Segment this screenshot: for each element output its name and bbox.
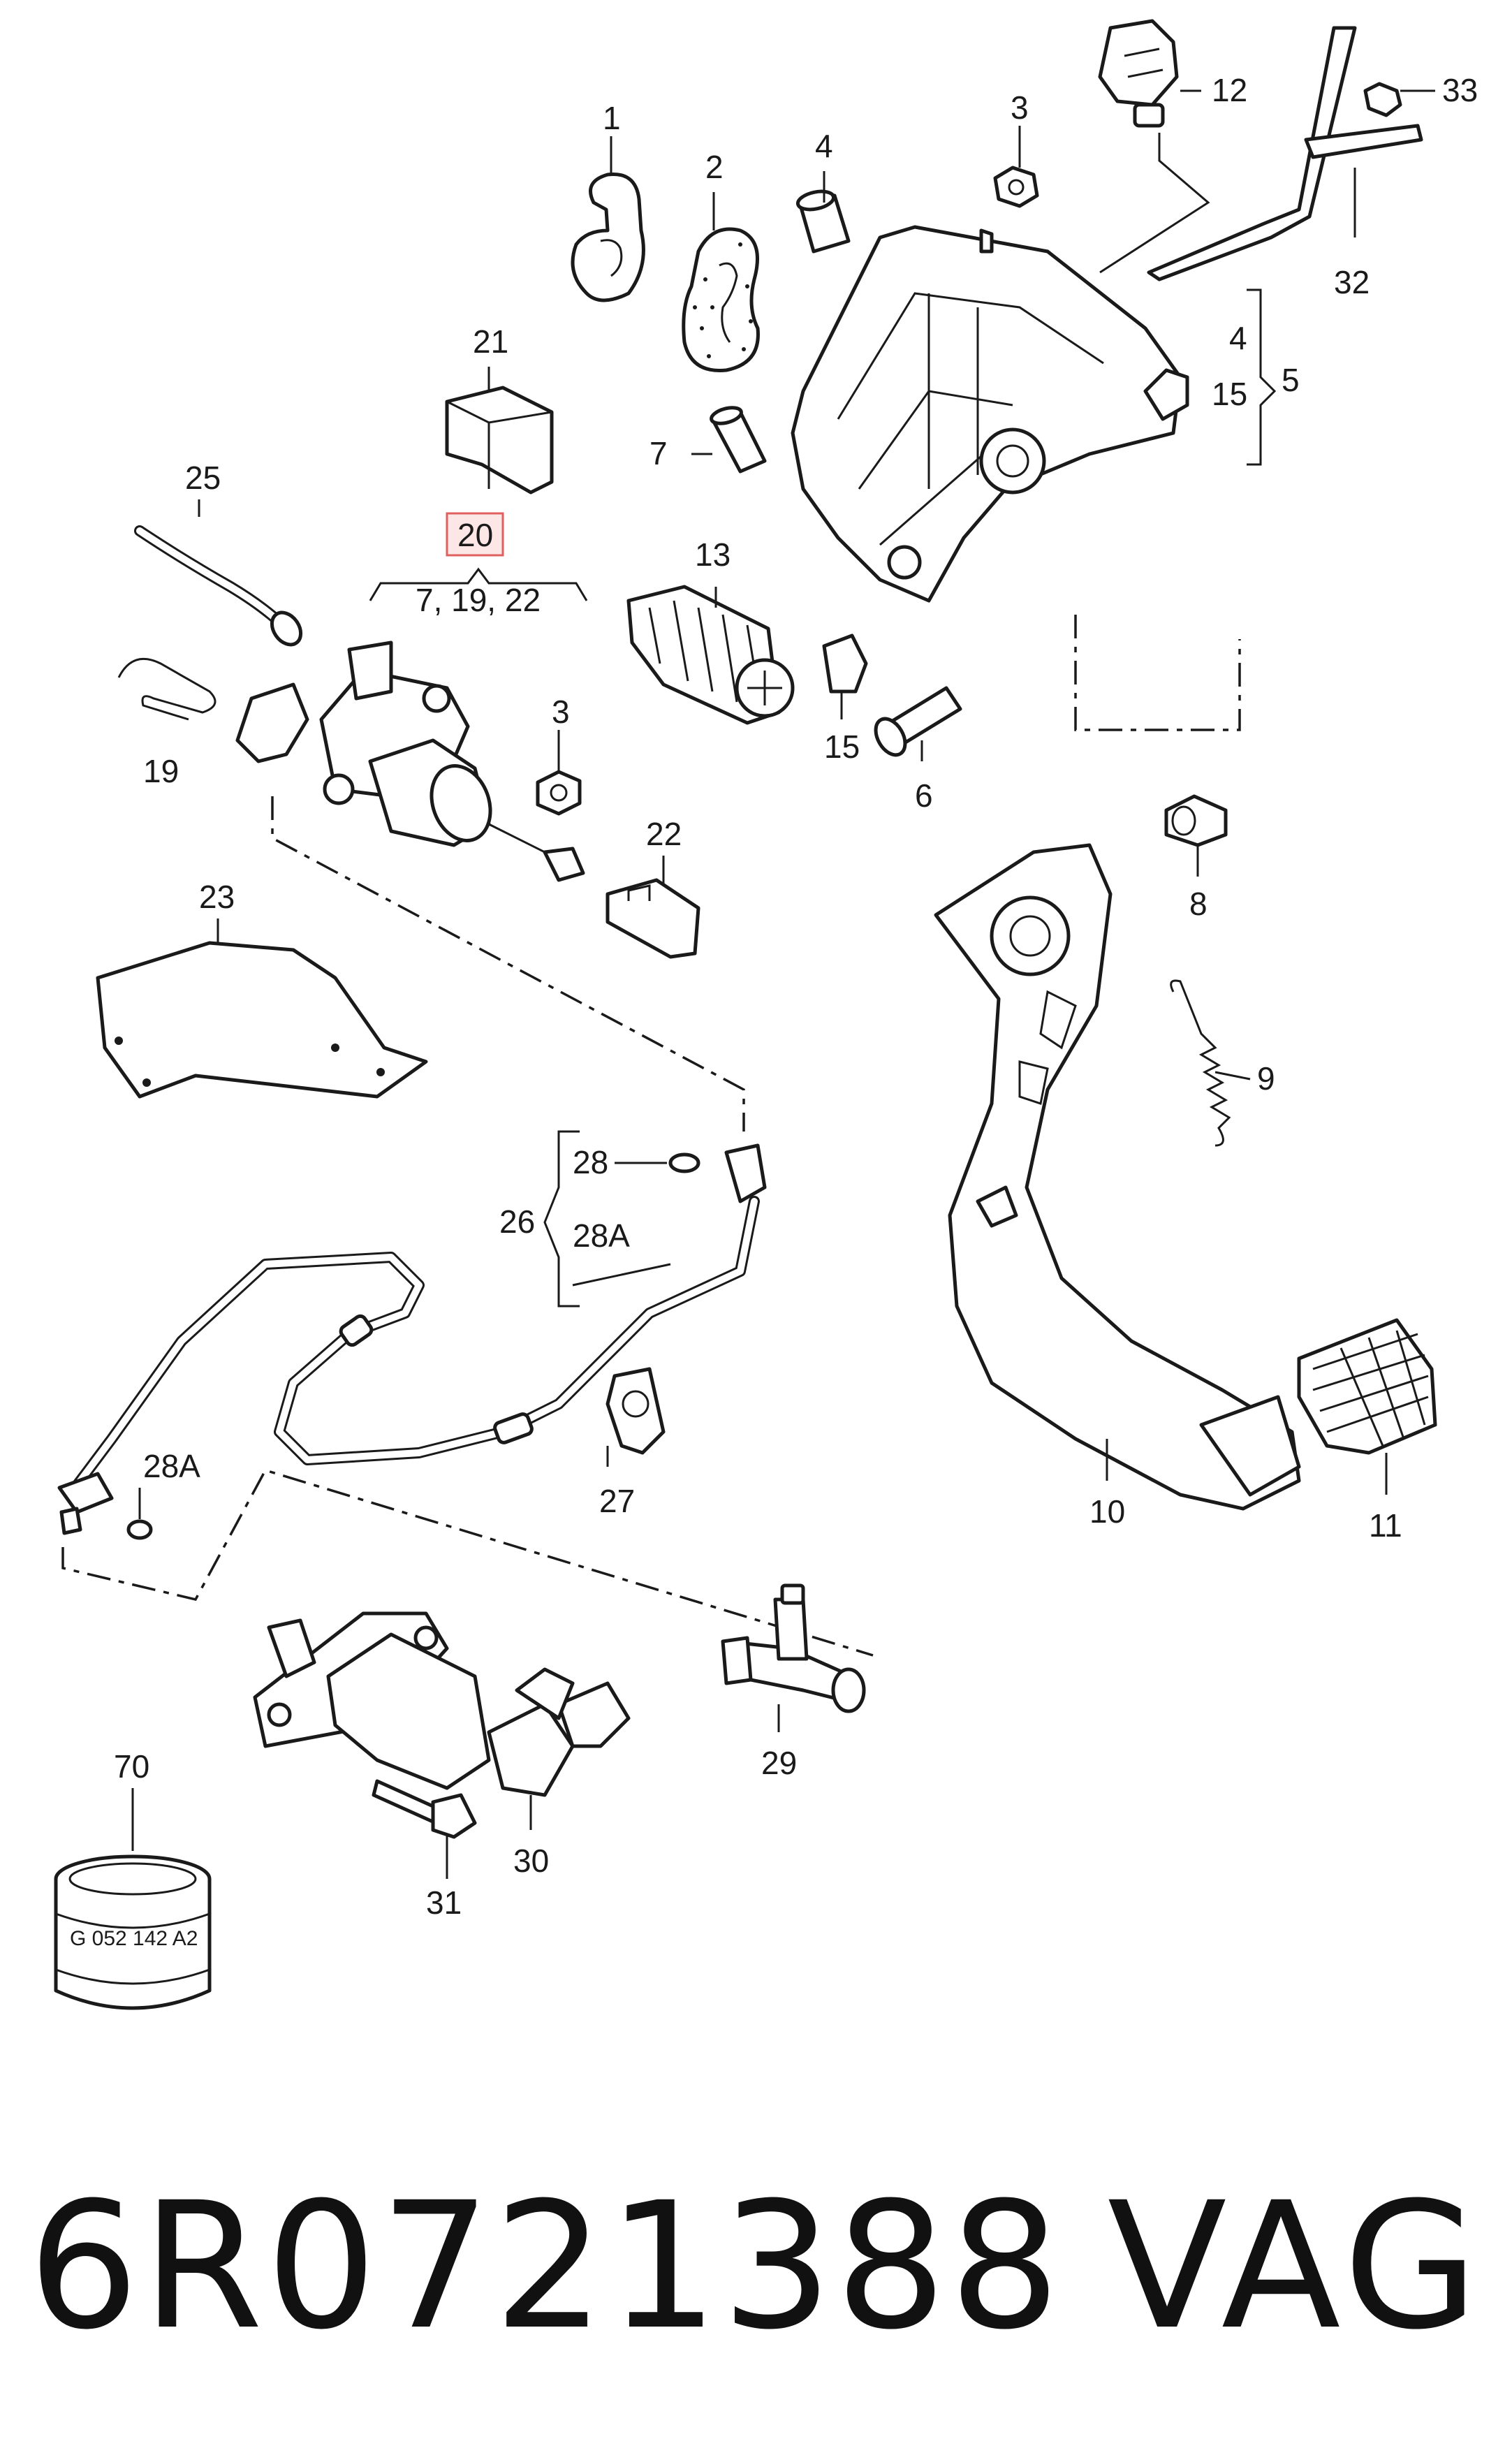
callout-23: 23	[199, 879, 235, 915]
callout-32: 32	[1334, 264, 1370, 300]
callout-25: 25	[185, 460, 221, 496]
callout-20: 20	[457, 517, 493, 553]
part-32-bracket	[1147, 26, 1423, 281]
callout-31: 31	[426, 1884, 462, 1921]
callout-10: 10	[1089, 1493, 1125, 1530]
callout-27: 27	[599, 1483, 635, 1519]
part-3-nut-top	[993, 166, 1039, 208]
part-9-spring	[1170, 979, 1231, 1147]
part-4-bushing	[795, 189, 851, 254]
callout-28a-lower: 28A	[143, 1448, 200, 1484]
pedal-bracket	[791, 225, 1189, 603]
callout-4-top: 4	[815, 128, 833, 164]
callout-3-top: 3	[1011, 89, 1029, 126]
part-15-bush	[822, 634, 868, 694]
callout-33: 33	[1442, 72, 1478, 108]
callout-20-group: 7, 19, 22	[416, 582, 541, 618]
part-1-clip	[571, 172, 645, 302]
part-3-nut-mid	[536, 770, 582, 816]
assembly-lines	[61, 615, 1241, 1657]
callout-21: 21	[473, 323, 508, 360]
part-22-clip	[605, 878, 700, 959]
callout-3-mid: 3	[552, 694, 570, 730]
part-25-hose	[134, 525, 303, 647]
callout-15-side: 15	[1212, 376, 1247, 412]
part-28-oring	[668, 1152, 700, 1173]
part-20-master-cylinder	[235, 640, 585, 882]
grease-tin-label: G 052 142 A2	[70, 1927, 198, 1950]
callout-30: 30	[513, 1843, 549, 1879]
part-29-tee	[721, 1583, 866, 1713]
callout-28: 28	[573, 1144, 608, 1180]
callout-13: 13	[695, 536, 731, 573]
callout-11: 11	[1369, 1507, 1402, 1544]
callout-22: 22	[646, 816, 682, 852]
callout-2: 2	[705, 149, 724, 185]
part-10-pedal	[934, 843, 1301, 1511]
callouts: 1 2 3 4 12 33 32 4 5 15 21 7 25 20 7, 19…	[114, 72, 1478, 1921]
part-8-bush	[1164, 794, 1228, 847]
part-31-bolt	[372, 1779, 477, 1839]
part-2-pad	[682, 227, 760, 372]
part-6-pin	[874, 686, 962, 757]
callout-29: 29	[761, 1745, 797, 1781]
callout-4-side: 4	[1229, 320, 1247, 356]
callout-12: 12	[1212, 72, 1247, 108]
part-20-highlight	[446, 512, 504, 557]
part-70-grease-tin	[54, 1854, 212, 2010]
part-12-sensor	[1098, 19, 1210, 274]
callout-26: 26	[499, 1203, 535, 1240]
callout-9: 9	[1257, 1060, 1275, 1097]
callout-8: 8	[1189, 886, 1208, 922]
callout-15: 15	[824, 728, 860, 765]
part-11-pedal-pad	[1297, 1318, 1437, 1455]
part-33-nut	[1363, 82, 1402, 117]
callout-1: 1	[603, 100, 621, 136]
part-number: 6R0721388	[28, 2165, 1064, 2368]
footer: 6R0721388 VAG	[0, 2130, 1512, 2424]
part-27-clip	[605, 1367, 666, 1455]
callout-7: 7	[649, 435, 668, 471]
callout-70: 70	[114, 1748, 149, 1785]
part-7-sleeve	[710, 406, 767, 474]
part-30-slave-cylinder	[253, 1611, 631, 1797]
callout-6: 6	[915, 777, 933, 814]
part-13-spring	[626, 585, 795, 725]
part-23-shield	[96, 941, 428, 1099]
part-28a-oring	[126, 1519, 153, 1540]
part-26-pipe	[57, 1143, 767, 1535]
callout-28a-upper: 28A	[573, 1217, 630, 1254]
leader-lines	[131, 89, 1435, 1879]
callout-19: 19	[143, 753, 179, 789]
part-21-connector	[445, 386, 554, 495]
part-19-clip	[117, 657, 216, 721]
callout-5: 5	[1282, 362, 1300, 398]
brand-name: VAG	[1107, 2165, 1484, 2368]
